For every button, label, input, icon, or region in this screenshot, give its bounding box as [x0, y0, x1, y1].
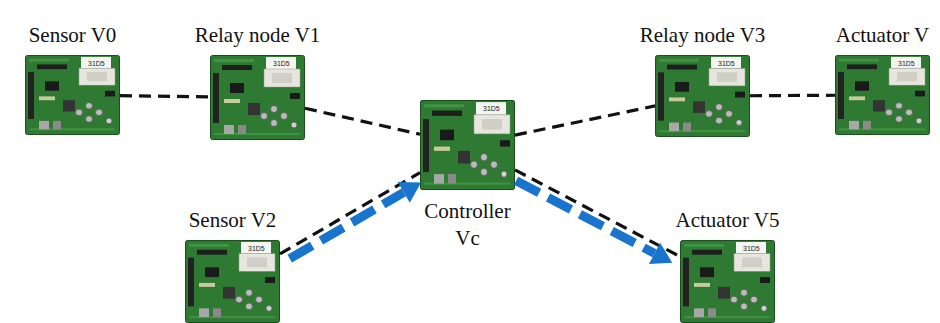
node-label: Relay node V3: [640, 22, 766, 49]
wireless-link-line: [280, 173, 420, 254]
pcb-board: [421, 101, 515, 190]
link-connector: [750, 95, 835, 96]
link-connector: [280, 173, 421, 259]
board-id-label: 31D5: [743, 245, 760, 252]
pcb-board: [656, 55, 750, 136]
node-label: Relay node V1: [195, 22, 321, 49]
board-node: Controller Vc: [420, 100, 515, 190]
board-node: Relay node V1: [210, 55, 305, 140]
link-connector: [515, 170, 680, 264]
pcb-board: [211, 56, 305, 140]
node-label: Actuator V5: [676, 207, 780, 234]
node-label: Sensor V2: [189, 207, 277, 234]
board-id-label: 31D5: [483, 105, 500, 112]
link-connector: [305, 108, 420, 134]
board-id-label: 31D5: [248, 245, 265, 252]
data-flow-arrow: [516, 181, 654, 254]
wireless-link-line: [120, 96, 210, 97]
board-node: Actuator V: [835, 55, 930, 135]
pcb-board: [26, 55, 120, 134]
wireless-link-line: [515, 106, 655, 135]
node-label: Actuator V: [836, 22, 930, 49]
wireless-link-line: [750, 94, 835, 98]
board-node: Relay node V3: [655, 55, 750, 137]
board-node: Sensor V2: [185, 240, 280, 323]
board-id-label: 31D5: [88, 60, 105, 67]
link-connector: [515, 106, 655, 135]
node-label: Controller Vc: [413, 198, 523, 253]
board-id-label: 31D5: [273, 60, 290, 67]
pcb-board: [186, 240, 280, 322]
board-id-label: 31D5: [898, 60, 915, 67]
data-flow-arrow: [290, 192, 404, 258]
wireless-link-line: [305, 108, 420, 134]
pcb-board: [681, 240, 775, 322]
link-connector: [120, 96, 210, 97]
pcb-board: [836, 55, 930, 134]
wireless-link-line: [515, 170, 680, 257]
arrow-head: [398, 182, 421, 203]
board-node: Sensor V0: [25, 55, 120, 135]
arrow-head: [649, 243, 672, 264]
node-label: Sensor V0: [29, 22, 117, 49]
board-id-label: 31D5: [718, 60, 735, 67]
board-node: Actuator V5: [680, 240, 775, 323]
